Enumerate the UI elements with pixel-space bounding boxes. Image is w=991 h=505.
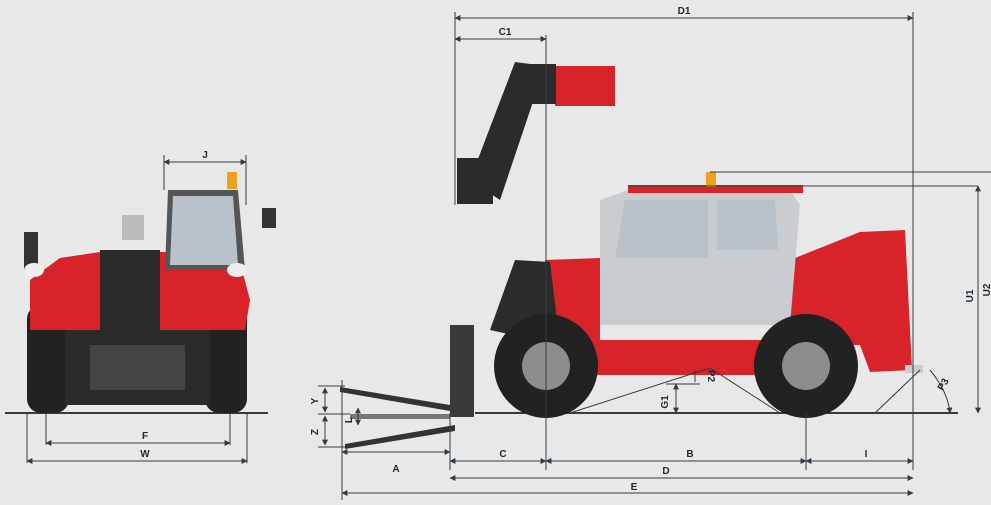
label-w: W (140, 449, 150, 460)
side-cab-window-front (615, 200, 708, 258)
label-j: J (202, 150, 208, 161)
label-z: Z (310, 429, 321, 435)
label-d1: D1 (678, 6, 691, 17)
label-a: A (392, 464, 399, 475)
front-air-intake (122, 215, 144, 240)
front-left-tyre (27, 305, 69, 413)
front-left-light (24, 263, 44, 277)
front-left-mirror (24, 232, 38, 270)
front-beacon (227, 172, 237, 189)
raised-fork-carriage (457, 158, 493, 204)
label-u1: U1 (965, 289, 976, 302)
label-p2: P2 (705, 370, 716, 383)
label-u2: U2 (982, 283, 991, 296)
side-beacon (706, 172, 716, 187)
label-d: D (662, 466, 669, 477)
fork-raised-tine (340, 387, 450, 411)
label-f: F (142, 431, 148, 442)
label-p3: P3 (936, 376, 952, 392)
fork-tilted-tine (345, 425, 455, 449)
front-axle (90, 345, 185, 390)
front-mirror (262, 208, 276, 228)
label-b: B (686, 449, 693, 460)
label-c: C (499, 449, 506, 460)
side-rear-rim (782, 342, 830, 390)
ramp-line-rear (709, 367, 781, 414)
fork-level-tine (350, 414, 450, 419)
label-g1: G1 (660, 395, 671, 409)
ramp-line-front (569, 367, 711, 414)
front-right-light (227, 263, 247, 277)
front-boom-mount (100, 250, 160, 340)
front-right-tyre (205, 305, 247, 413)
side-cab-roof (628, 185, 803, 193)
side-cab-window-rear (717, 200, 778, 250)
front-windscreen (170, 196, 238, 265)
p3-angle-arc (929, 369, 953, 414)
label-i: I (865, 449, 868, 460)
side-tow-hitch (905, 365, 923, 373)
side-view: D1 C1 U1 U2 G1 P2 P3 Y Z L A C (310, 6, 991, 500)
label-y: Y (310, 397, 321, 404)
label-l: L (344, 417, 355, 423)
label-c1: C1 (499, 27, 512, 38)
side-fork-carriage (450, 325, 474, 417)
label-e: E (631, 482, 638, 493)
front-view: J F W (5, 150, 276, 464)
raised-boom-head (555, 66, 615, 106)
raised-boom-pivot (528, 64, 556, 104)
